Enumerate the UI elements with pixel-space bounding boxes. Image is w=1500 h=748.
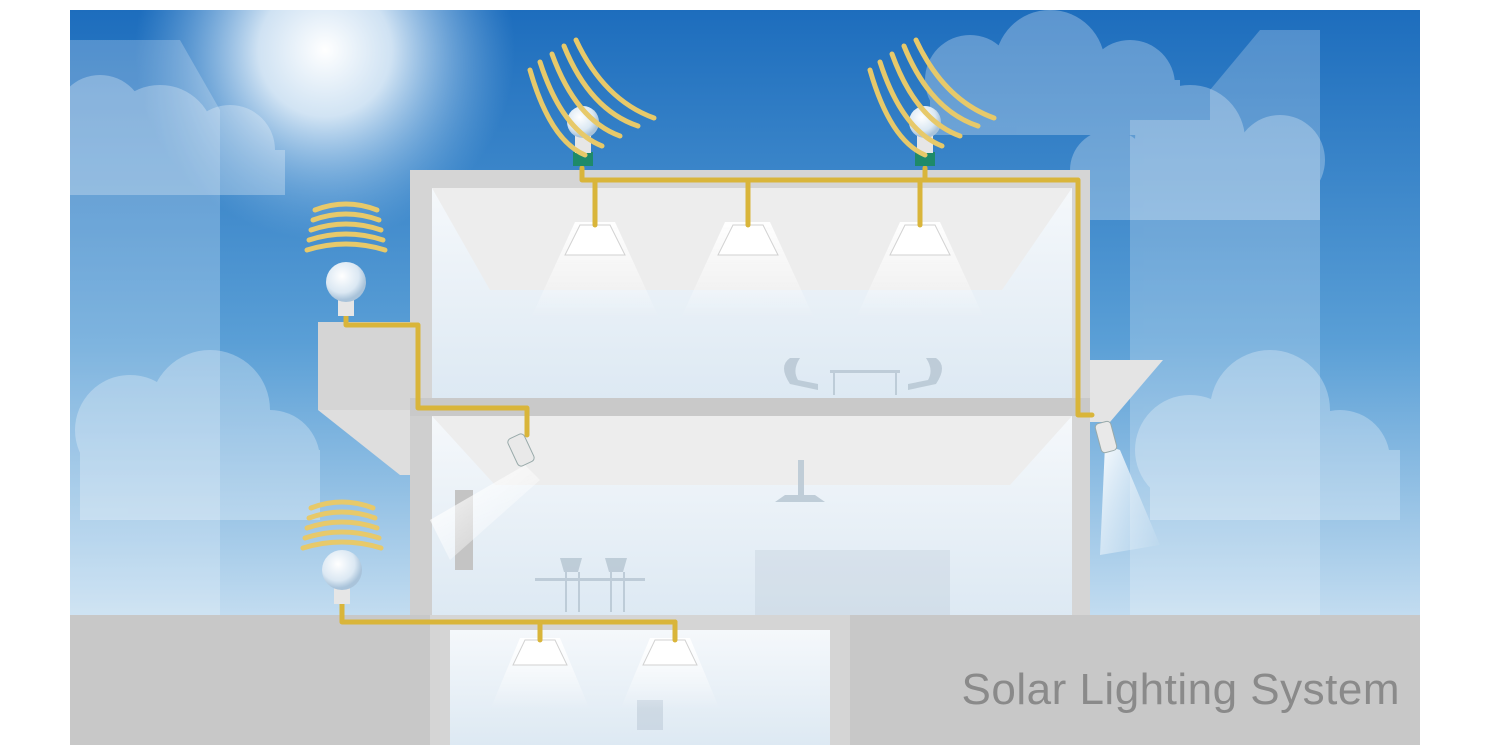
diagram-caption: Solar Lighting System — [961, 665, 1400, 714]
left-overhang — [318, 410, 410, 475]
light-beams — [430, 222, 1160, 710]
balcony-collector — [326, 262, 366, 316]
ceiling-light-2 — [717, 224, 779, 256]
ceiling-light-3 — [889, 224, 951, 256]
wall-light-right — [1094, 420, 1118, 454]
wall-lights — [507, 420, 1118, 467]
sunlight-waves — [300, 37, 997, 551]
ceiling-lights-basement — [512, 639, 698, 666]
ground-collector — [322, 550, 362, 604]
solar-lighting-diagram — [70, 10, 1420, 745]
clouds — [70, 10, 1400, 520]
furniture — [535, 358, 950, 730]
right-overhang — [1090, 360, 1163, 422]
diagram-frame: Solar Lighting System — [70, 10, 1420, 745]
ceiling-light-1 — [564, 224, 626, 256]
basement-light-1 — [512, 639, 568, 666]
wall-light-left — [507, 433, 535, 467]
ceiling-lights-upper — [564, 224, 951, 256]
